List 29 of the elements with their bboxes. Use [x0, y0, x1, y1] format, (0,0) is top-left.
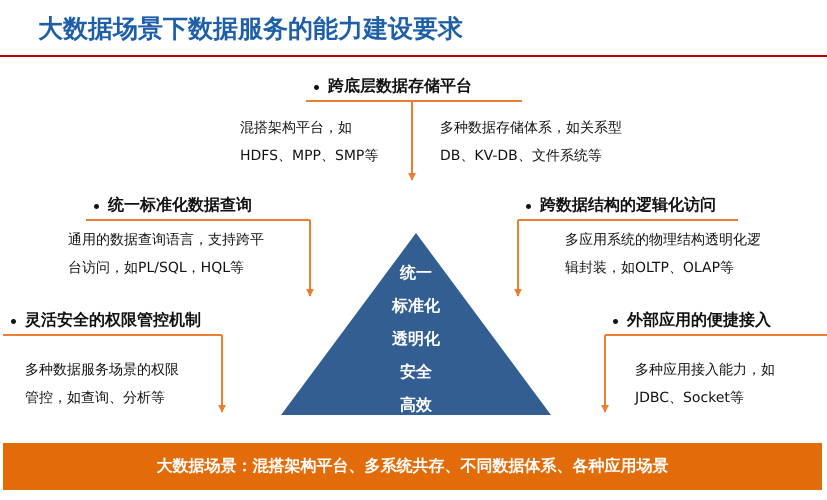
pyramid-label: 安全 [399, 362, 433, 382]
page-title: 大数据场景下数据服务的能力建设要求 [38, 13, 463, 45]
section-heading [86, 195, 310, 221]
section-heading [3, 310, 222, 336]
section-heading [605, 310, 827, 336]
pyramid-label: 透明化 [391, 329, 441, 349]
description-text: 通用的数据查询语言，支持跨平台访问，如PL/SQL，HQL等 [68, 231, 265, 278]
description-text: 多种数据存储体系，如关系型DB、KV-DB、文件系统等 [440, 119, 623, 166]
pyramid-label: 高效 [399, 395, 433, 415]
pyramid-label: 统一 [398, 263, 433, 283]
arrow [514, 220, 522, 297]
heading-text: 跨底层数据存储平台 [328, 76, 472, 96]
heading-text: 统一标准化数据查询 [108, 195, 252, 215]
section-heading [518, 195, 738, 221]
heading-text: 跨数据结构的逻辑化访问 [540, 195, 716, 215]
description-text: 混搭架构平台，如HDFS、MPP、SMP等 [240, 119, 380, 166]
pyramid-label: 标准化 [390, 296, 441, 316]
description-text: 多种数据服务场景的权限管控，如查询、分析等 [25, 361, 180, 408]
description-text: 多应用系统的物理结构透明化逻辑封装，如OLTP、OLAP等 [565, 231, 762, 278]
arrow [306, 220, 314, 297]
description-text: 多种应用接入能力，如JDBC、Socket等 [635, 361, 776, 408]
arrow [218, 335, 226, 413]
heading-text: 外部应用的便捷接入 [627, 310, 771, 330]
heading-text: 灵活安全的权限管控机制 [25, 310, 201, 330]
arrow [601, 335, 609, 413]
arrow [408, 101, 416, 181]
banner-bar [3, 443, 822, 490]
section-heading [306, 76, 522, 102]
banner-text: 大数据场景：混搭架构平台、多系统共存、不同数据体系、各种应用场景 [156, 456, 668, 477]
